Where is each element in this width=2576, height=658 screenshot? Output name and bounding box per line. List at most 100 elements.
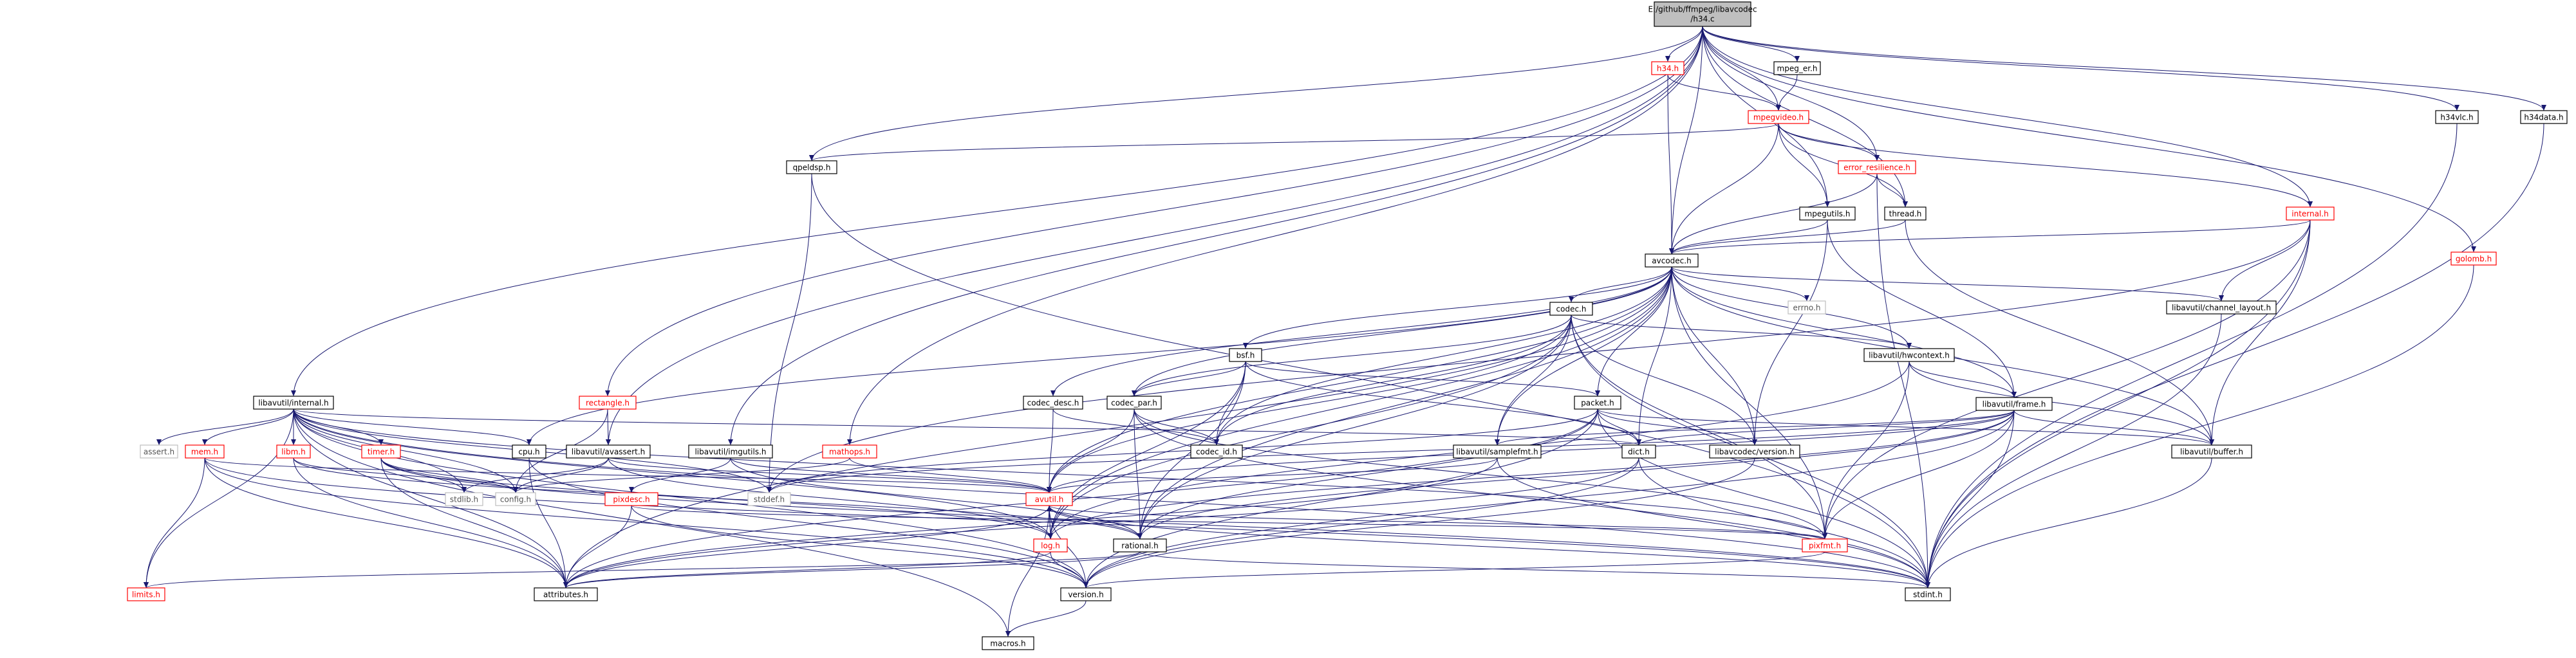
node-internal[interactable]: internal.h — [2286, 206, 2335, 221]
edge-root-to-h34data — [1702, 26, 2544, 111]
node-frame[interactable]: libavutil/frame.h — [1975, 397, 2053, 411]
node-internal_util[interactable]: libavutil/internal.h — [253, 396, 334, 410]
node-mpeg_er[interactable]: mpeg_er.h — [1773, 61, 1821, 75]
edge-rational-to-limits — [145, 551, 1141, 589]
node-dict[interactable]: dict.h — [1621, 444, 1656, 459]
arrowhead-mpegvideo-to-idct — [809, 155, 814, 161]
edge-avcodec-to-lavc_version — [1671, 266, 1755, 446]
arrowhead-rational-to-stdint — [1925, 582, 1930, 588]
arrowhead-frame-to-samplefmt — [1495, 439, 1500, 445]
node-h34data[interactable]: h34data.h — [2520, 110, 2568, 124]
node-box-lavc_version — [1709, 444, 1800, 459]
node-packet[interactable]: packet.h — [1574, 396, 1621, 410]
node-h34h[interactable]: h34.h — [1651, 61, 1685, 75]
edge-codec_desc-to-codec_id — [1052, 408, 1217, 446]
node-bsf[interactable]: bsf.h — [1229, 348, 1262, 362]
edge-avcodec-to-packet — [1597, 266, 1672, 397]
node-rational[interactable]: rational.h — [1113, 538, 1167, 553]
arrowhead-error_resilience-to-thread — [1903, 201, 1908, 207]
node-error_resilience[interactable]: error_resilience.h — [1838, 160, 1916, 174]
node-channel_layout[interactable]: libavutil/channel_layout.h — [2166, 300, 2277, 315]
node-h34vlc[interactable]: h34vlc.h — [2435, 110, 2479, 124]
edge-packet-to-rational — [1139, 408, 1598, 540]
edge-frame-to-pixfmt — [1824, 410, 2015, 540]
node-codec_desc[interactable]: codec_desc.h — [1023, 396, 1083, 410]
node-avassert[interactable]: libavutil/avassert.h — [566, 444, 651, 459]
node-attributes[interactable]: attributes.h — [534, 587, 598, 601]
edge-codec_desc-to-avutil — [1049, 408, 1054, 493]
node-rectangle[interactable]: rectangle.h — [579, 396, 637, 410]
node-version[interactable]: version.h — [1060, 587, 1112, 601]
edge-avcodec-to-bsf — [1245, 266, 1672, 349]
edge-root-to-idct — [811, 26, 1703, 161]
edge-rectangle-to-config — [515, 408, 608, 493]
arrowhead-internal_util-to-cpu — [527, 439, 532, 445]
arrowhead-root-to-imgutils — [728, 439, 733, 445]
arrowhead-codec_par-to-codec_id — [1214, 439, 1219, 445]
edge-mem-to-limits — [145, 457, 205, 589]
node-imgutils[interactable]: libavutil/imgutils.h — [688, 444, 773, 459]
node-label-libm: libm.h — [281, 448, 305, 457]
node-macros[interactable]: macros.h — [982, 636, 1034, 650]
edge-mathops-to-config — [515, 457, 850, 493]
node-label-mpegutils: mpegutils.h — [1805, 210, 1851, 219]
node-libm[interactable]: libm.h — [276, 444, 311, 459]
edge-log-to-version — [1050, 551, 1087, 589]
node-codec_id[interactable]: codec_id.h — [1190, 444, 1243, 459]
node-lavc_version[interactable]: libavcodec/version.h — [1709, 444, 1800, 459]
node-stdint[interactable]: stdint.h — [1905, 587, 1951, 601]
node-box-codec — [1549, 302, 1593, 316]
node-box-stddef — [747, 492, 791, 506]
arrowhead-avutil-to-rational — [1137, 533, 1143, 539]
node-samplefmt[interactable]: libavutil/samplefmt.h — [1453, 444, 1542, 459]
node-hwcontext[interactable]: libavutil/hwcontext.h — [1863, 348, 1955, 362]
arrowhead-root-to-golomb — [2471, 246, 2476, 252]
node-box-assert_h — [140, 444, 178, 459]
edge-version-to-macros — [1007, 600, 1087, 637]
edge-internal-to-stddef — [769, 219, 2311, 493]
node-pixfmt[interactable]: pixfmt.h — [1802, 538, 1848, 553]
node-cpu[interactable]: cpu.h — [512, 444, 546, 459]
node-buffer[interactable]: libavutil/buffer.h — [2171, 444, 2252, 459]
edge-libm-to-attributes — [293, 457, 566, 589]
node-limits[interactable]: limits.h — [127, 587, 165, 601]
node-box-root — [1654, 1, 1751, 27]
edge-mpeg_er-to-mpegvideo — [1778, 74, 1798, 111]
node-label-codec_id: codec_id.h — [1196, 448, 1237, 457]
edge-root-to-mpegvideo — [1702, 26, 1779, 111]
edge-mpegvideo-to-internal — [1778, 123, 2311, 208]
edge-thread-to-buffer — [1905, 219, 2212, 446]
node-timer[interactable]: timer.h — [361, 444, 401, 459]
node-stddef: stddef.h — [747, 492, 791, 506]
edge-codec_par-to-avutil — [1049, 408, 1135, 493]
node-mpegvideo[interactable]: mpegvideo.h — [1748, 110, 1809, 124]
node-codec[interactable]: codec.h — [1549, 302, 1593, 316]
edge-avutil-to-macros — [1007, 505, 1050, 637]
edge-codec_par-to-rational — [1134, 408, 1141, 540]
edge-codec-to-rational — [1139, 315, 1572, 540]
node-avutil[interactable]: avutil.h — [1025, 492, 1073, 506]
edge-internal_util-to-log — [293, 408, 1051, 540]
edge-golomb-to-stdint — [1927, 264, 2474, 589]
edge-mpegutils-to-avcodec — [1671, 219, 1828, 255]
arrowhead-version-to-macros — [1005, 631, 1011, 637]
node-mathops[interactable]: mathops.h — [822, 444, 877, 459]
node-avcodec[interactable]: avcodec.h — [1645, 253, 1699, 268]
node-label-h34h: h34.h — [1657, 64, 1679, 73]
node-codec_par[interactable]: codec_par.h — [1106, 396, 1162, 410]
node-mpegutils[interactable]: mpegutils.h — [1799, 206, 1856, 221]
edge-avcodec-to-errno — [1671, 266, 1807, 302]
edge-hwcontext-to-frame — [1909, 361, 2015, 398]
edge-error_resilience-to-stdint — [1876, 173, 1928, 589]
arrowhead-avassert-to-config — [513, 487, 518, 493]
node-thread[interactable]: thread.h — [1884, 206, 1927, 221]
node-label-bsf: bsf.h — [1237, 351, 1255, 360]
node-label-cpu: cpu.h — [518, 448, 539, 457]
node-log[interactable]: log.h — [1033, 538, 1068, 553]
node-idct[interactable]: qpeldsp.h — [786, 160, 837, 174]
edge-codec_par-to-codec_id — [1134, 408, 1217, 446]
node-pixdesc[interactable]: pixdesc.h — [604, 492, 658, 506]
node-mem[interactable]: mem.h — [185, 444, 225, 459]
edge-internal-to-pixfmt — [1824, 219, 2311, 540]
node-golomb[interactable]: golomb.h — [2450, 251, 2497, 266]
